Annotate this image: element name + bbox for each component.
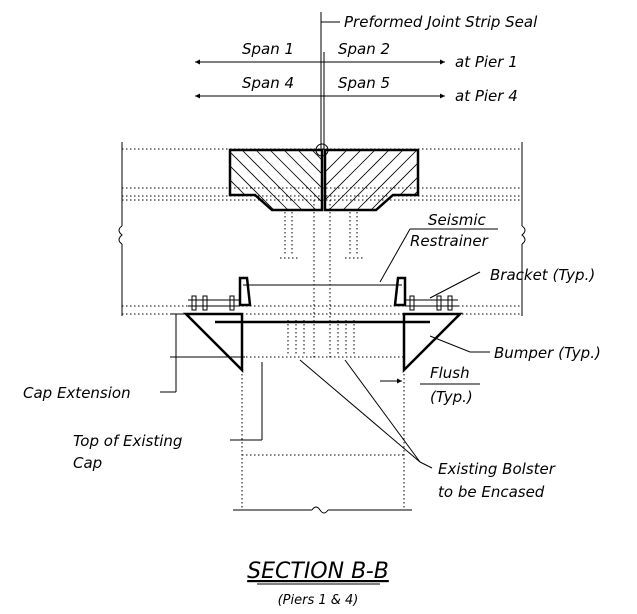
right-diaphragm <box>323 148 420 212</box>
label-restrainer: Restrainer <box>410 232 489 250</box>
cap-and-column <box>233 320 412 514</box>
label-seismic: Seismic <box>428 211 487 229</box>
leader-lines <box>160 228 498 469</box>
label-span-2: Span 2 <box>338 40 390 58</box>
label-cap: Cap <box>73 454 102 472</box>
label-span-5: Span 5 <box>338 74 390 92</box>
label-at-pier-1: at Pier 1 <box>455 53 518 71</box>
label-flush-typ: (Typ.) <box>430 388 473 406</box>
diagram-labels: Preformed Joint Strip Seal Span 1 Span 2… <box>23 13 601 501</box>
bumpers <box>182 312 464 374</box>
label-span-1: Span 1 <box>242 40 294 58</box>
label-bumper: Bumper (Typ.) <box>494 344 601 362</box>
seismic-restrainer <box>188 276 458 311</box>
label-top-of-existing: Top of Existing <box>73 432 182 450</box>
label-cap-extension: Cap Extension <box>23 384 131 402</box>
left-diaphragm <box>228 148 324 212</box>
span-arrows <box>195 59 445 99</box>
label-existing-bolster: Existing Bolster <box>438 460 556 478</box>
label-at-pier-4: at Pier 4 <box>455 87 518 105</box>
section-subtitle: (Piers 1 & 4) <box>278 593 359 608</box>
label-bracket: Bracket (Typ.) <box>490 266 595 284</box>
section-title: SECTION B-B <box>247 559 389 584</box>
label-joint-seal: Preformed Joint Strip Seal <box>344 13 538 31</box>
label-to-be-encased: to be Encased <box>438 483 545 501</box>
label-flush: Flush <box>430 364 470 382</box>
label-span-4: Span 4 <box>242 74 294 92</box>
joint-seal-line <box>315 12 340 157</box>
anchor-bolts <box>280 212 363 259</box>
